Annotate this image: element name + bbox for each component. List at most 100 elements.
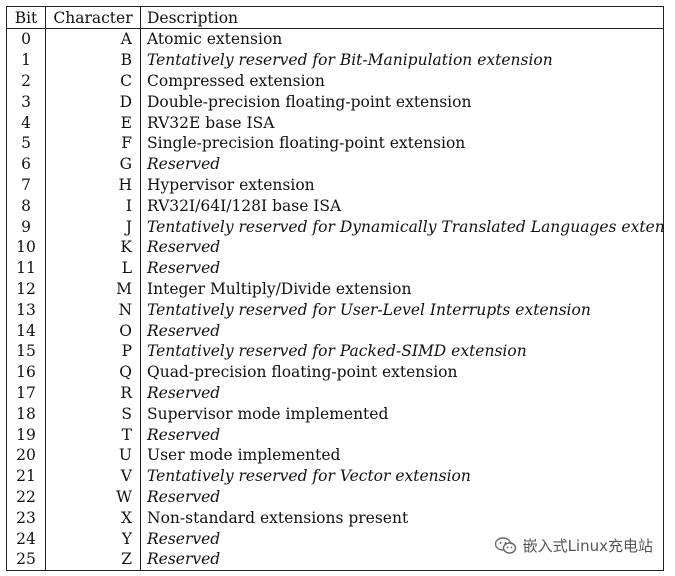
header-description: Description <box>140 6 664 29</box>
cell-description: Supervisor mode implemented <box>140 403 664 425</box>
cell-bit: 2 <box>6 70 46 92</box>
cell-character: N <box>45 299 141 321</box>
cell-description: Reserved <box>140 424 664 445</box>
cell-description: Tentatively reserved for Packed-SIMD ext… <box>140 340 664 362</box>
cell-description: Reserved <box>140 257 664 279</box>
cell-bit: 17 <box>6 382 46 404</box>
cell-bit: 23 <box>6 507 46 529</box>
cell-description: Tentatively reserved for Bit-Manipulatio… <box>140 49 664 71</box>
cell-bit: 5 <box>6 132 46 154</box>
cell-description: Reserved <box>140 320 664 341</box>
cell-character: S <box>45 403 141 425</box>
cell-character: U <box>45 444 141 466</box>
cell-bit: 8 <box>6 195 46 217</box>
cell-bit: 0 <box>6 28 46 50</box>
cell-description: RV32I/64I/128I base ISA <box>140 195 664 217</box>
cell-character: W <box>45 486 141 508</box>
cell-description: Tentatively reserved for User-Level Inte… <box>140 299 664 321</box>
cell-bit: 14 <box>6 320 46 341</box>
cell-description: Non-standard extensions present <box>140 507 664 529</box>
cell-character: Y <box>45 528 141 549</box>
cell-description: RV32E base ISA <box>140 112 664 133</box>
cell-bit: 13 <box>6 299 46 321</box>
cell-description: Quad-precision floating-point extension <box>140 361 664 383</box>
cell-character: P <box>45 340 141 362</box>
cell-character: F <box>45 132 141 154</box>
cell-description: Reserved <box>140 153 664 175</box>
cell-bit: 12 <box>6 278 46 300</box>
cell-character: T <box>45 424 141 445</box>
cell-description: Tentatively reserved for Vector extensio… <box>140 465 664 487</box>
cell-description: Single-precision floating-point extensio… <box>140 132 664 154</box>
cell-character: E <box>45 112 141 133</box>
cell-bit: 3 <box>6 91 46 113</box>
cell-character: X <box>45 507 141 529</box>
cell-description: User mode implemented <box>140 444 664 466</box>
cell-description: Atomic extension <box>140 28 664 50</box>
cell-bit: 11 <box>6 257 46 279</box>
watermark: 嵌入式Linux充电站 <box>490 533 657 558</box>
cell-description: Reserved <box>140 382 664 404</box>
cell-description: Double-precision floating-point extensio… <box>140 91 664 113</box>
cell-character: M <box>45 278 141 300</box>
cell-character: L <box>45 257 141 279</box>
cell-description: Tentatively reserved for Dynamically Tra… <box>140 216 664 237</box>
table-header: Bit Character Description <box>6 6 664 29</box>
cell-description: Integer Multiply/Divide extension <box>140 278 664 300</box>
cell-description: Reserved <box>140 236 664 258</box>
cell-bit: 20 <box>6 444 46 466</box>
cell-bit: 25 <box>6 548 46 571</box>
cell-character: Q <box>45 361 141 383</box>
cell-character: R <box>45 382 141 404</box>
cell-description: Compressed extension <box>140 70 664 92</box>
cell-character: A <box>45 28 141 50</box>
cell-character: C <box>45 70 141 92</box>
cell-bit: 15 <box>6 340 46 362</box>
header-bit: Bit <box>6 6 46 29</box>
cell-description: Reserved <box>140 486 664 508</box>
cell-bit: 4 <box>6 112 46 133</box>
cell-bit: 9 <box>6 216 46 237</box>
cell-bit: 18 <box>6 403 46 425</box>
cell-character: I <box>45 195 141 217</box>
cell-character: O <box>45 320 141 341</box>
header-character: Character <box>45 6 141 29</box>
cell-character: J <box>45 216 141 237</box>
cell-character: B <box>45 49 141 71</box>
header-row: Bit Character Description <box>6 6 664 29</box>
cell-bit: 7 <box>6 174 46 196</box>
cell-bit: 6 <box>6 153 46 175</box>
cell-bit: 24 <box>6 528 46 549</box>
cell-character: H <box>45 174 141 196</box>
cell-character: D <box>45 91 141 113</box>
cell-character: Z <box>45 548 141 571</box>
cell-bit: 21 <box>6 465 46 487</box>
